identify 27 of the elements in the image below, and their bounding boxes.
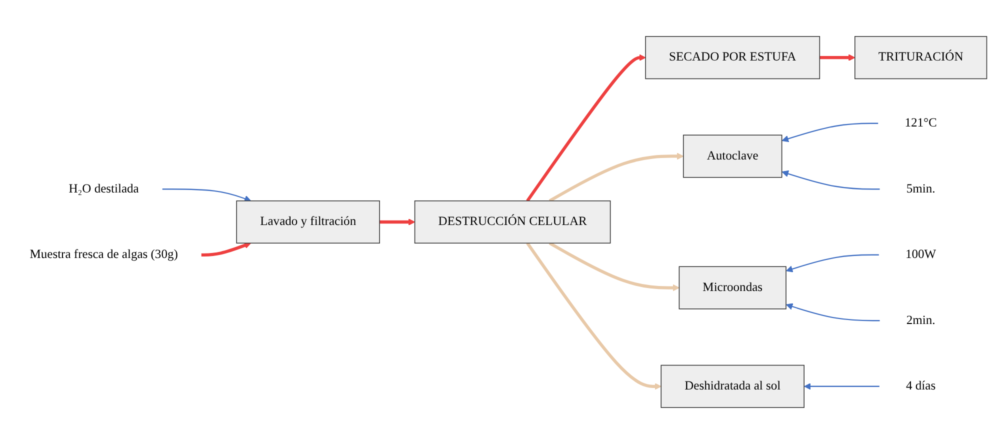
arrow xyxy=(380,218,416,226)
arrow xyxy=(782,170,880,190)
arrow xyxy=(786,303,880,322)
node-box: Microondas xyxy=(678,266,786,310)
arrow xyxy=(162,188,252,202)
arrow xyxy=(548,152,684,202)
arrow xyxy=(526,242,662,390)
arrow xyxy=(820,54,856,62)
node-text: 121°C xyxy=(904,116,937,130)
node-box: TRITURACIÓN xyxy=(854,36,988,80)
node-box: SECADO POR ESTUFA xyxy=(645,36,820,80)
node-box: Lavado y filtración xyxy=(236,200,380,244)
arrow xyxy=(548,242,680,292)
node-box: Deshidratada al sol xyxy=(660,364,804,408)
arrow xyxy=(786,254,879,272)
node-text: 2min. xyxy=(906,314,936,327)
node-text: Muestra fresca de algas (30g) xyxy=(30,248,178,262)
arrow xyxy=(526,54,646,202)
node-text: 5min. xyxy=(906,182,936,196)
node-text: 100W xyxy=(906,248,936,262)
arrow xyxy=(804,382,880,390)
node-box: DESTRUCCIÓN CELULAR xyxy=(414,200,611,244)
arrow xyxy=(782,122,878,142)
node-text: 4 días xyxy=(906,379,936,393)
node-text: H₂O destilada xyxy=(68,182,139,196)
arrow xyxy=(201,242,252,256)
node-box: Autoclave xyxy=(683,134,782,178)
